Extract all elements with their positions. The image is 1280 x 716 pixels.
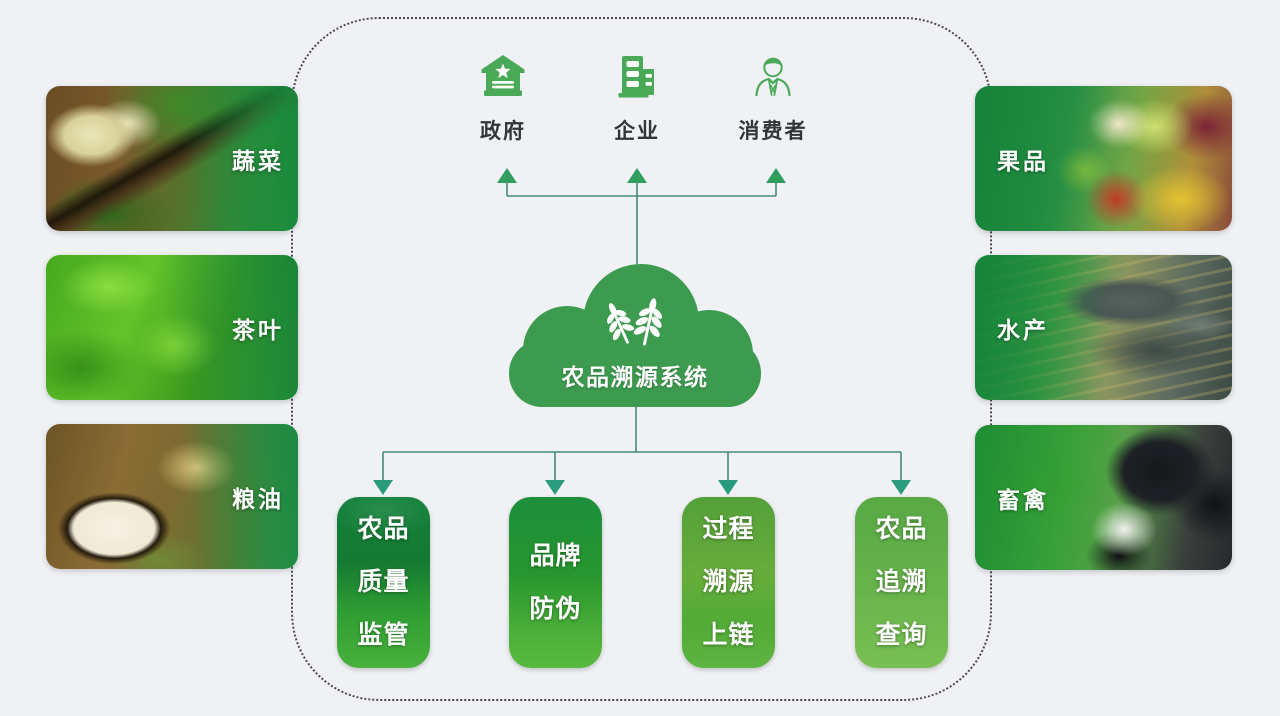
category-card-grain-oil: 粮油 xyxy=(46,424,298,569)
stakeholder-consumer: ¥ 消费者 xyxy=(718,52,828,145)
function-line: 监管 xyxy=(357,621,410,649)
government-icon xyxy=(481,55,525,96)
category-label: 蔬菜 xyxy=(232,147,284,174)
cloud-system-title: 农品溯源系统 xyxy=(561,364,709,390)
consumer-icon: ¥ xyxy=(755,57,791,97)
wheat-icon xyxy=(607,298,662,346)
category-card-tea: 茶叶 xyxy=(46,255,298,400)
stakeholder-label: 企业 xyxy=(614,120,660,143)
category-label: 水产 xyxy=(997,316,1049,343)
function-line: 追溯 xyxy=(875,568,928,596)
function-line: 农品 xyxy=(875,515,928,543)
category-card-aquatic: 水产 xyxy=(975,255,1232,400)
category-label: 果品 xyxy=(997,147,1049,174)
function-line: 过程 xyxy=(702,515,755,543)
function-line: 查询 xyxy=(875,621,928,649)
function-line: 上链 xyxy=(702,621,755,649)
function-line: 品牌 xyxy=(529,541,582,570)
svg-text:¥: ¥ xyxy=(770,84,777,96)
enterprise-icon xyxy=(618,56,654,98)
function-line: 农品 xyxy=(357,515,410,543)
function-box-process-chain: 过程 溯源 上链 xyxy=(682,497,775,668)
stakeholder-label: 消费者 xyxy=(738,120,808,143)
category-label: 畜禽 xyxy=(997,486,1049,513)
stakeholder-government: 政府 xyxy=(448,52,558,145)
function-line: 溯源 xyxy=(702,568,755,596)
stakeholder-enterprise: 企业 xyxy=(582,52,692,145)
function-line: 防伪 xyxy=(529,594,582,623)
function-box-brand-anticounterfeit: 品牌 防伪 xyxy=(509,497,602,668)
category-card-vegetables: 蔬菜 xyxy=(46,86,298,231)
function-line: 质量 xyxy=(357,568,410,596)
category-label: 粮油 xyxy=(232,485,284,512)
category-label: 茶叶 xyxy=(232,316,284,343)
cloud-system-node: 农品溯源系统 xyxy=(503,262,767,407)
category-card-livestock: 畜禽 xyxy=(975,425,1232,570)
function-box-trace-query: 农品 追溯 查询 xyxy=(855,497,948,668)
category-card-fruit: 果品 xyxy=(975,86,1232,231)
function-box-quality-supervision: 农品 质量 监管 xyxy=(337,497,430,668)
stakeholder-label: 政府 xyxy=(480,120,526,143)
